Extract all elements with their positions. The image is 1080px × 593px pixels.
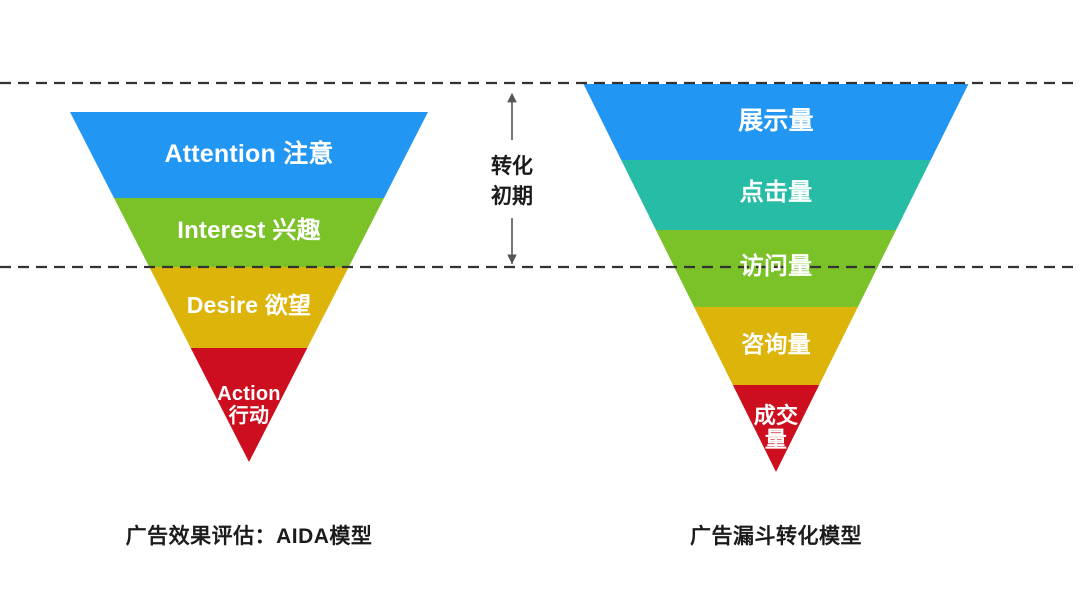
right-funnel-segment-inquiries[interactable] (694, 307, 858, 385)
left-funnel-segment-desire[interactable] (149, 267, 349, 348)
right-funnel-segment-impressions[interactable] (583, 84, 969, 160)
left-funnel-caption: 广告效果评估：AIDA模型 (125, 525, 373, 548)
left-funnel-segment-attention[interactable] (70, 112, 428, 198)
left-funnel-segment-interest[interactable] (113, 198, 385, 267)
right-funnel-segment-visits[interactable] (655, 230, 897, 307)
conversion-stage-annotation-label: 转化 初期 (491, 155, 533, 209)
right-funnel-shape (583, 84, 969, 472)
right-funnel-segment-transactions[interactable] (732, 385, 820, 472)
right-funnel-segment-clicks[interactable] (621, 160, 931, 230)
right-funnel-caption: 广告漏斗转化模型 (690, 525, 862, 548)
left-funnel-segment-action[interactable] (190, 348, 308, 462)
left-funnel-shape (70, 112, 428, 462)
